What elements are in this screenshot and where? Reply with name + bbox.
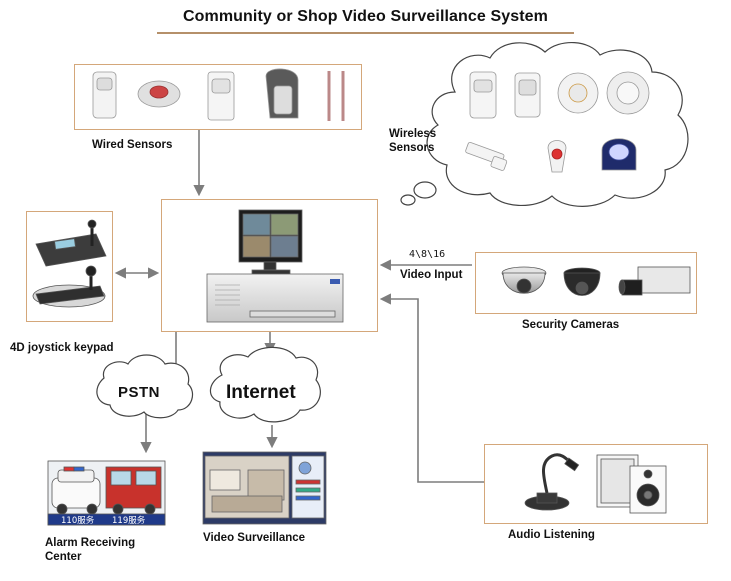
alarm-center-label-line1: Alarm Receiving [45, 537, 136, 549]
wireless-cloud [400, 41, 689, 207]
wireless-label-line2: Sensors [389, 142, 435, 154]
video-input-label: Video Input [400, 269, 463, 281]
alarm-center-image [47, 460, 166, 526]
box-camera-icon [637, 266, 691, 294]
audio-to-dvr-arrow [379, 293, 484, 483]
keyboard-controller-icon [35, 233, 107, 267]
audio-listening-box [484, 444, 708, 524]
video-surveillance-label: Video Surveillance [203, 532, 306, 544]
alarm-center-label-line2: Center [45, 551, 82, 563]
keypad-icons [32, 219, 107, 308]
diagram-title: Community or Shop Video Surveillance Sys… [183, 8, 548, 25]
video-surveillance-screen-icon [202, 451, 327, 525]
title-underline [157, 32, 574, 34]
police-car-icon [51, 477, 101, 509]
wired-sensors-label: Wired Sensors [92, 139, 173, 151]
security-camera-icons [501, 266, 691, 296]
audio-listening-label: Audio Listening [508, 529, 595, 541]
audio-icons [524, 453, 667, 514]
joystick-label: 4D joystick keypad [10, 342, 114, 354]
internet-cloud [209, 346, 321, 423]
truck-caption-2: 119服务 [112, 515, 146, 526]
security-cameras-label: Security Cameras [522, 319, 620, 331]
pstn-label: PSTN [118, 384, 161, 401]
truck-caption-1: 110服务 [61, 515, 95, 526]
wireless-sensor-icons [465, 71, 650, 173]
wired-sensor-icons [92, 68, 345, 121]
internet-label: Internet [226, 382, 296, 403]
wireless-label-line1: Wireless [389, 128, 437, 140]
wireless-pir-icon [469, 71, 497, 119]
connectors [114, 130, 484, 483]
dvr-monitor-icon [206, 209, 344, 323]
pstn-cloud [96, 354, 194, 419]
channel-count-label: 4\8\16 [409, 249, 446, 260]
